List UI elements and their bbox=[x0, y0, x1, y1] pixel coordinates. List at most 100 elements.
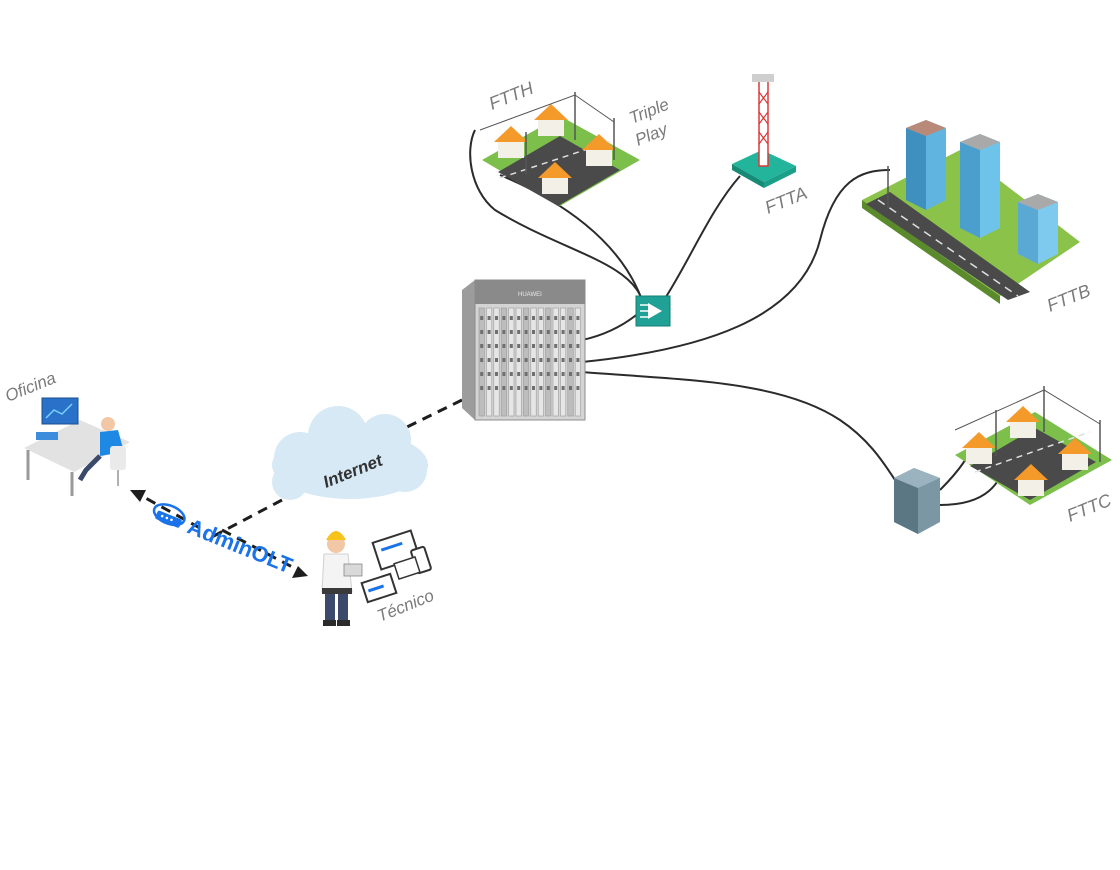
olt-port bbox=[539, 386, 543, 390]
olt-port bbox=[569, 316, 572, 320]
arrow-head-oficina bbox=[130, 490, 146, 502]
office-desk-icon bbox=[24, 397, 130, 496]
olt-port bbox=[502, 386, 506, 390]
olt-port bbox=[561, 358, 565, 362]
olt-port bbox=[495, 358, 498, 362]
olt-port bbox=[502, 330, 506, 334]
olt-port bbox=[502, 358, 506, 362]
olt-port bbox=[546, 386, 550, 390]
cloud-icon bbox=[272, 406, 428, 500]
olt-port bbox=[495, 344, 498, 348]
olt-port bbox=[487, 344, 491, 348]
street-cabinet-icon bbox=[894, 468, 940, 534]
olt-port bbox=[509, 372, 513, 376]
house-icon bbox=[534, 104, 568, 136]
house-icon bbox=[1014, 464, 1048, 496]
olt-port bbox=[517, 358, 521, 362]
olt-port bbox=[546, 330, 550, 334]
olt-port bbox=[480, 372, 484, 376]
olt-port bbox=[554, 344, 558, 348]
olt-port bbox=[502, 372, 506, 376]
adminolt-logo[interactable]: AdminOLT bbox=[149, 499, 297, 579]
building-icon bbox=[1018, 194, 1058, 264]
olt-port bbox=[517, 316, 521, 320]
devices-icon bbox=[360, 529, 432, 604]
olt-port bbox=[576, 330, 580, 334]
olt-port bbox=[546, 358, 550, 362]
olt-port bbox=[509, 344, 513, 348]
label-ftth: FTTH bbox=[486, 78, 537, 114]
cable-splitter-to-ftta bbox=[663, 175, 741, 301]
splitter-icon[interactable] bbox=[635, 295, 671, 327]
cable-splitter-to-ftth bbox=[469, 129, 643, 301]
monitor-icon bbox=[41, 397, 79, 425]
olt-port bbox=[532, 386, 535, 390]
label-fttc: FTTC bbox=[1064, 490, 1115, 526]
olt-port bbox=[546, 372, 550, 376]
olt-port bbox=[487, 372, 491, 376]
olt-port bbox=[532, 372, 535, 376]
olt-port bbox=[495, 330, 498, 334]
olt-port bbox=[576, 316, 580, 320]
olt-port bbox=[561, 344, 565, 348]
dashed-admin-to-tecnico bbox=[221, 528, 299, 572]
olt-port bbox=[539, 344, 543, 348]
olt-port bbox=[554, 330, 558, 334]
olt-port bbox=[554, 372, 558, 376]
olt-port bbox=[480, 316, 484, 320]
olt-port bbox=[576, 372, 580, 376]
olt-vendor-label: HUAWEI bbox=[518, 292, 542, 298]
olt-port bbox=[524, 386, 528, 390]
management-links bbox=[139, 398, 463, 572]
label-ftta: FTTA bbox=[762, 183, 810, 218]
cloud-router-icon bbox=[152, 503, 186, 528]
olt-port bbox=[495, 316, 498, 320]
olt-port bbox=[554, 386, 558, 390]
olt-port bbox=[532, 330, 535, 334]
olt-port bbox=[576, 358, 580, 362]
fttb-buildings-icon bbox=[862, 120, 1080, 304]
olt-port bbox=[517, 372, 521, 376]
dashed-olt-to-internet bbox=[404, 398, 463, 430]
label-triple-play-line1: Triple bbox=[626, 95, 671, 128]
olt-port bbox=[524, 344, 528, 348]
olt-port bbox=[576, 344, 580, 348]
olt-port bbox=[524, 372, 528, 376]
olt-port bbox=[502, 344, 506, 348]
olt-port bbox=[561, 316, 565, 320]
cable-olt-to-splitter bbox=[581, 311, 641, 341]
olt-port bbox=[546, 316, 550, 320]
house-icon bbox=[962, 432, 996, 464]
brand-name: AdminOLT bbox=[184, 514, 297, 579]
dashed-internet-to-admin bbox=[209, 498, 283, 540]
olt-port bbox=[532, 316, 535, 320]
olt-port bbox=[487, 316, 491, 320]
olt-port bbox=[569, 344, 572, 348]
olt-port bbox=[539, 330, 543, 334]
house-icon bbox=[1058, 438, 1092, 470]
olt-slots bbox=[478, 307, 581, 417]
olt-port bbox=[532, 344, 535, 348]
building-icon bbox=[960, 134, 1000, 238]
olt-port bbox=[554, 316, 558, 320]
ftth-neighborhood-icon bbox=[479, 92, 640, 206]
olt-port bbox=[517, 344, 521, 348]
olt-chassis-icon[interactable]: HUAWEI bbox=[462, 279, 586, 421]
olt-port bbox=[495, 386, 498, 390]
olt-port bbox=[480, 344, 484, 348]
olt-port bbox=[509, 358, 513, 362]
olt-port bbox=[554, 358, 558, 362]
olt-port bbox=[539, 372, 543, 376]
olt-port bbox=[487, 386, 491, 390]
olt-port bbox=[569, 358, 572, 362]
olt-port bbox=[509, 386, 513, 390]
olt-port bbox=[509, 316, 513, 320]
olt-port bbox=[517, 386, 521, 390]
house-icon bbox=[538, 162, 572, 194]
cable-olt-to-fttc bbox=[581, 371, 896, 481]
olt-port bbox=[539, 316, 543, 320]
olt-port bbox=[561, 372, 565, 376]
olt-port bbox=[546, 344, 550, 348]
monitor-small-icon bbox=[393, 556, 421, 580]
